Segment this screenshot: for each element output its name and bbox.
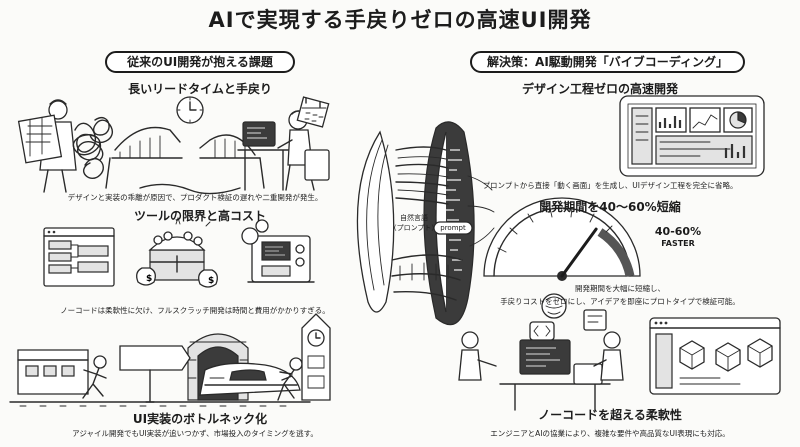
running-person (82, 355, 107, 399)
left-section-1-caption: デザインと実装の乖離が原因で、プロダクト検証の遅れや二重開発が発生。 (67, 193, 323, 202)
left-section-1-title: 長いリードタイムと手戻り (128, 82, 272, 96)
svg-text:$: $ (208, 276, 214, 286)
portal-label-line-1: 自然言語 (400, 214, 428, 222)
right-section-2-title: 開発期間を40〜60%短縮 (539, 200, 681, 214)
legacy-machine (241, 219, 315, 283)
right-heading: 解決策：AI駆動開発「バイブコーディング」 (470, 51, 745, 73)
portal-label-line-2: （プロンプト） (389, 224, 439, 232)
calendar-icon (296, 96, 330, 128)
page-title: AIで実現する手戻りゼロの高速UI開発 (208, 8, 592, 32)
tangled-lines (72, 117, 113, 180)
left-section-2-caption: ノーコードは柔軟性に欠け、フルスクラッチ開発は時間と費用がかかりすぎる。 (60, 306, 330, 315)
right-section-1-title: デザイン工程ゼロの高速開発 (521, 82, 678, 96)
broken-bridge (105, 126, 265, 195)
tablet-dashboard (619, 95, 765, 177)
gauge-value-label: 40-60% (654, 225, 702, 238)
portal-vortex (356, 121, 475, 326)
svg-text:$: $ (146, 274, 152, 284)
left-section-3-caption: アジャイル開発でもUI実装が追いつかず、市場投入のタイミングを逃す。 (72, 429, 318, 438)
collab-scene (458, 293, 781, 411)
gauge-sub-label: FASTER (661, 239, 695, 248)
right-section-3-caption: エンジニアとAIの協業により、複雑な要件や高品質なUI表現にも対応。 (490, 429, 730, 438)
left-section-3-title: UI実装のボトルネック化 (132, 412, 268, 426)
right-section-2-caption-line-1: 開発期間を大幅に短縮し、 (575, 284, 665, 293)
treasure-chest-icon: $ $ (136, 216, 218, 288)
portal-label: 自然言語 （プロンプト） (384, 213, 444, 233)
clock-icon (176, 96, 204, 124)
right-section-1-caption: プロンプトから直接「動く画面」を生成し、UIデザイン工程を完全に省略。 (482, 181, 738, 190)
flow-arrows (467, 175, 495, 247)
blank-signboard (119, 345, 191, 403)
pushing-person (277, 357, 303, 401)
right-section-3-title: ノーコードを超える柔軟性 (538, 408, 682, 422)
old-train (9, 349, 311, 407)
clock-tower (301, 313, 331, 401)
designer-figure (17, 99, 77, 193)
wireframe-window (43, 227, 115, 287)
left-section-2-title: ツールの限界と高コスト (133, 209, 266, 223)
right-section-2-caption-line-2: 手戻りコストをゼロにし、アイデアを即座にプロトタイプで検証可能。 (500, 297, 740, 306)
prompt-tag: prompt (440, 224, 466, 232)
left-heading: 従来のUI開発が抱える課題 (105, 51, 295, 73)
bullet-train (199, 362, 301, 396)
